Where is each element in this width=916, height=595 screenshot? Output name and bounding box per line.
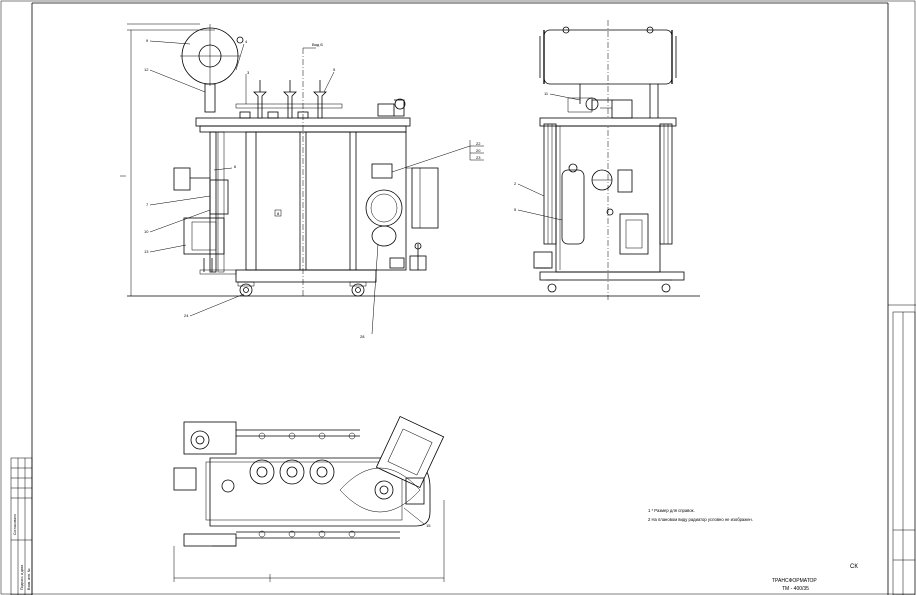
front-view: Вид Б 8 [127,23,700,297]
side-wheels [546,279,672,293]
note-2: 2 На плановом виду радиатор условно не и… [648,517,753,522]
drawing-title: ТРАНСФОРМАТОР [772,578,817,584]
drawing-model: ТМ - 400/35 [782,586,809,592]
callout-13: 13 [144,249,149,254]
strip-label-replace: Взам. инв. № [27,568,31,590]
callout-20: 20 [476,148,481,153]
side-view-callouts: 11 2 5 [514,91,581,221]
callout-15: 15 [426,523,431,528]
callout-5: 5 [333,67,336,72]
callout-9: 9 [146,38,149,43]
callout-2: 2 [514,181,517,186]
drawing-notes: 1 * Размер для справок. 2 На плановом ви… [648,508,753,522]
callout-10: 10 [144,229,149,234]
body-marker: 8 [277,211,280,216]
callout-12: 12 [144,67,149,72]
stamp-code: СК [850,564,858,570]
side-view [533,20,685,300]
title-block: СК ТРАНСФОРМАТОР ТМ - 400/35 [772,564,858,592]
callout-24: 24 [184,313,189,318]
strip-label-agreed: Согласовано [13,514,17,535]
callout-5-side: 5 [514,207,517,212]
front-wheels [237,281,367,297]
left-binding-strip: Согласовано Подпись и дата Взам. инв. № [10,457,33,595]
callout-28: 28 [360,334,365,339]
callout-23: 23 [476,155,481,160]
callout-4: 4 [245,39,248,44]
strip-label-signature: Подпись и дата [20,565,24,590]
callout-3: 3 [247,70,250,75]
plan-studs [258,432,356,538]
callout-6: 6 [234,164,237,169]
front-view-callouts: 9 12 7 10 13 24 4 3 5 6 22 20 23 28 [120,38,484,339]
note-1: 1 * Размер для справок. [648,508,695,513]
callout-7: 7 [146,202,149,207]
callout-22: 22 [476,141,481,146]
side-view-caption: Вид Б [312,42,323,47]
callout-11: 11 [544,91,549,96]
plan-view: 15 [173,415,445,582]
hv-bushings [235,80,343,119]
